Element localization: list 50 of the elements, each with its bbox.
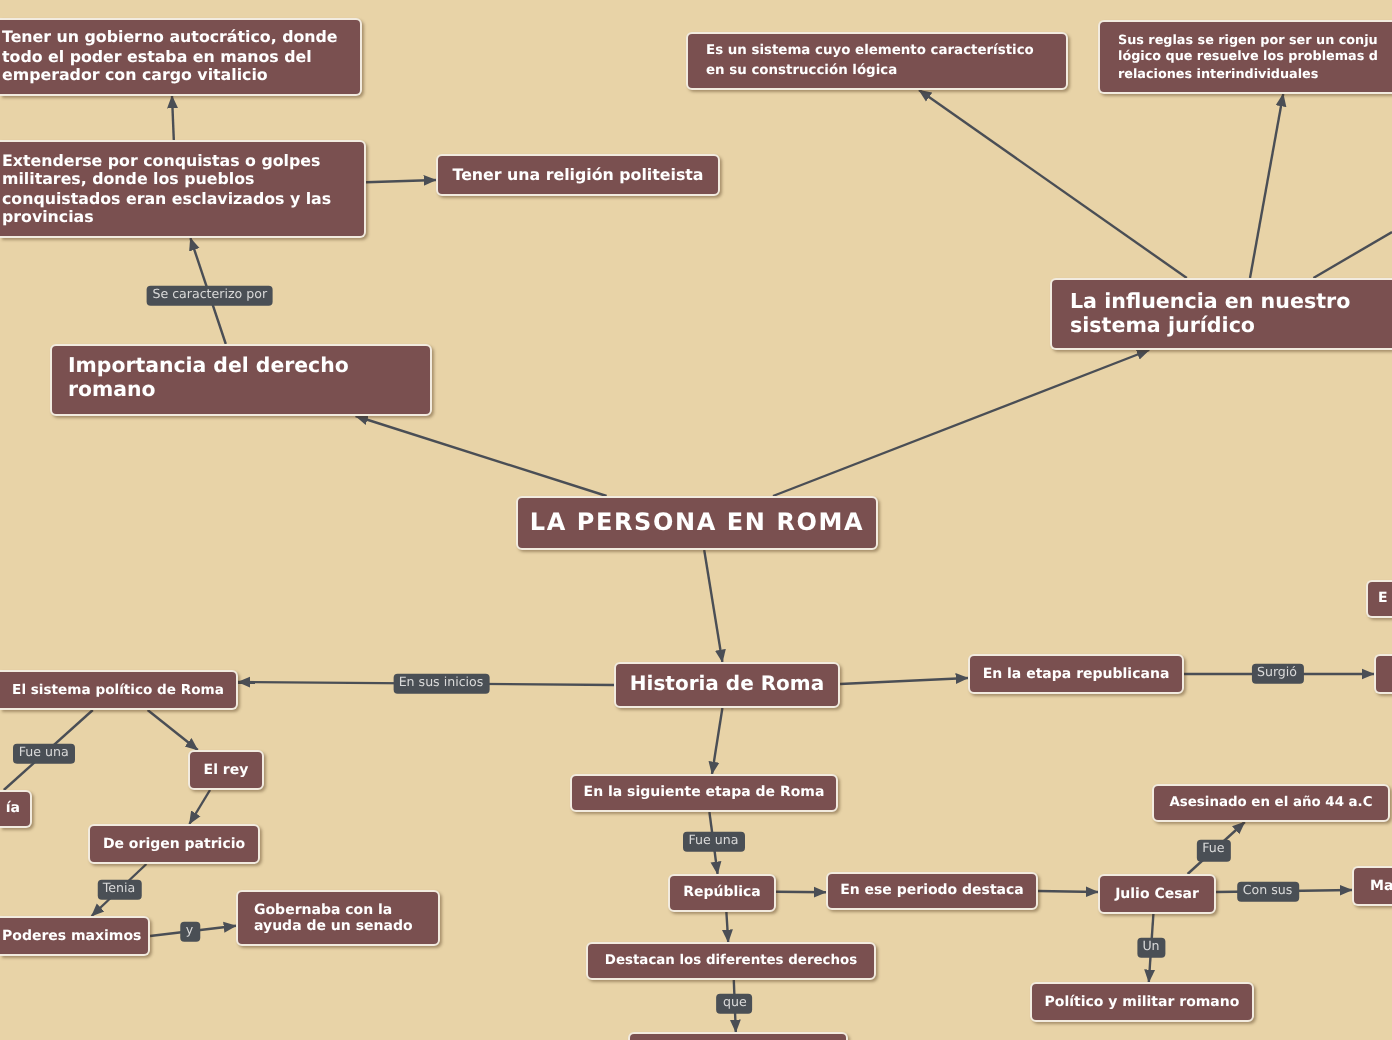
topic-box: [628, 1032, 848, 1040]
topic-box: [1098, 874, 1216, 914]
arrow: [729, 979, 741, 1033]
arrow: [722, 911, 733, 943]
node-text: LA PERSONA EN ROMA: [529, 508, 865, 538]
node-text: Historia de Roma: [629, 673, 825, 697]
topic-box: [668, 874, 776, 912]
topic-box: [1366, 580, 1392, 618]
arrow: [1037, 886, 1099, 898]
topic-box: [968, 654, 1184, 694]
topic-box: [826, 872, 1038, 910]
topic-box: [1152, 784, 1390, 822]
arrow: [167, 95, 178, 141]
topic-box: [88, 824, 260, 864]
node-text: La influencia en nuestro sistema jurídico: [1070, 289, 1353, 339]
arrow: [1144, 913, 1156, 983]
arrow: [776, 886, 827, 898]
arrow: [90, 863, 148, 917]
topic-box: [586, 942, 876, 980]
topic-box: [236, 890, 440, 946]
arrow: [146, 709, 199, 751]
central-topic-box: [516, 496, 878, 550]
topic-box: [614, 662, 840, 708]
topic-box: [1098, 20, 1392, 94]
arrow: [1248, 93, 1287, 279]
arrow: [188, 789, 212, 825]
arrow: [149, 921, 237, 938]
arrow: [708, 707, 724, 775]
node-text: Importancia del derecho romano: [68, 355, 351, 405]
arrow: [918, 89, 1188, 279]
topic-box: [1030, 982, 1254, 1022]
arrow: [703, 549, 726, 663]
topic-box: [436, 154, 720, 196]
topic-box: [0, 140, 366, 238]
connector-line: [1312, 230, 1392, 280]
topic-box: [0, 916, 150, 956]
topic-box: [1050, 278, 1392, 350]
topic-box: [0, 18, 362, 96]
topic-box: [0, 670, 238, 710]
topic-box: [0, 790, 32, 828]
topic-box: [1352, 866, 1392, 906]
topic-box: [188, 750, 264, 790]
arrow: [772, 348, 1150, 498]
arrow: [839, 673, 969, 686]
arrow: [365, 174, 437, 186]
topic-box: [50, 344, 432, 416]
topic-box: [1374, 654, 1392, 694]
arrow: [355, 414, 607, 498]
topic-box: [570, 774, 838, 812]
topic-box: [686, 32, 1068, 90]
